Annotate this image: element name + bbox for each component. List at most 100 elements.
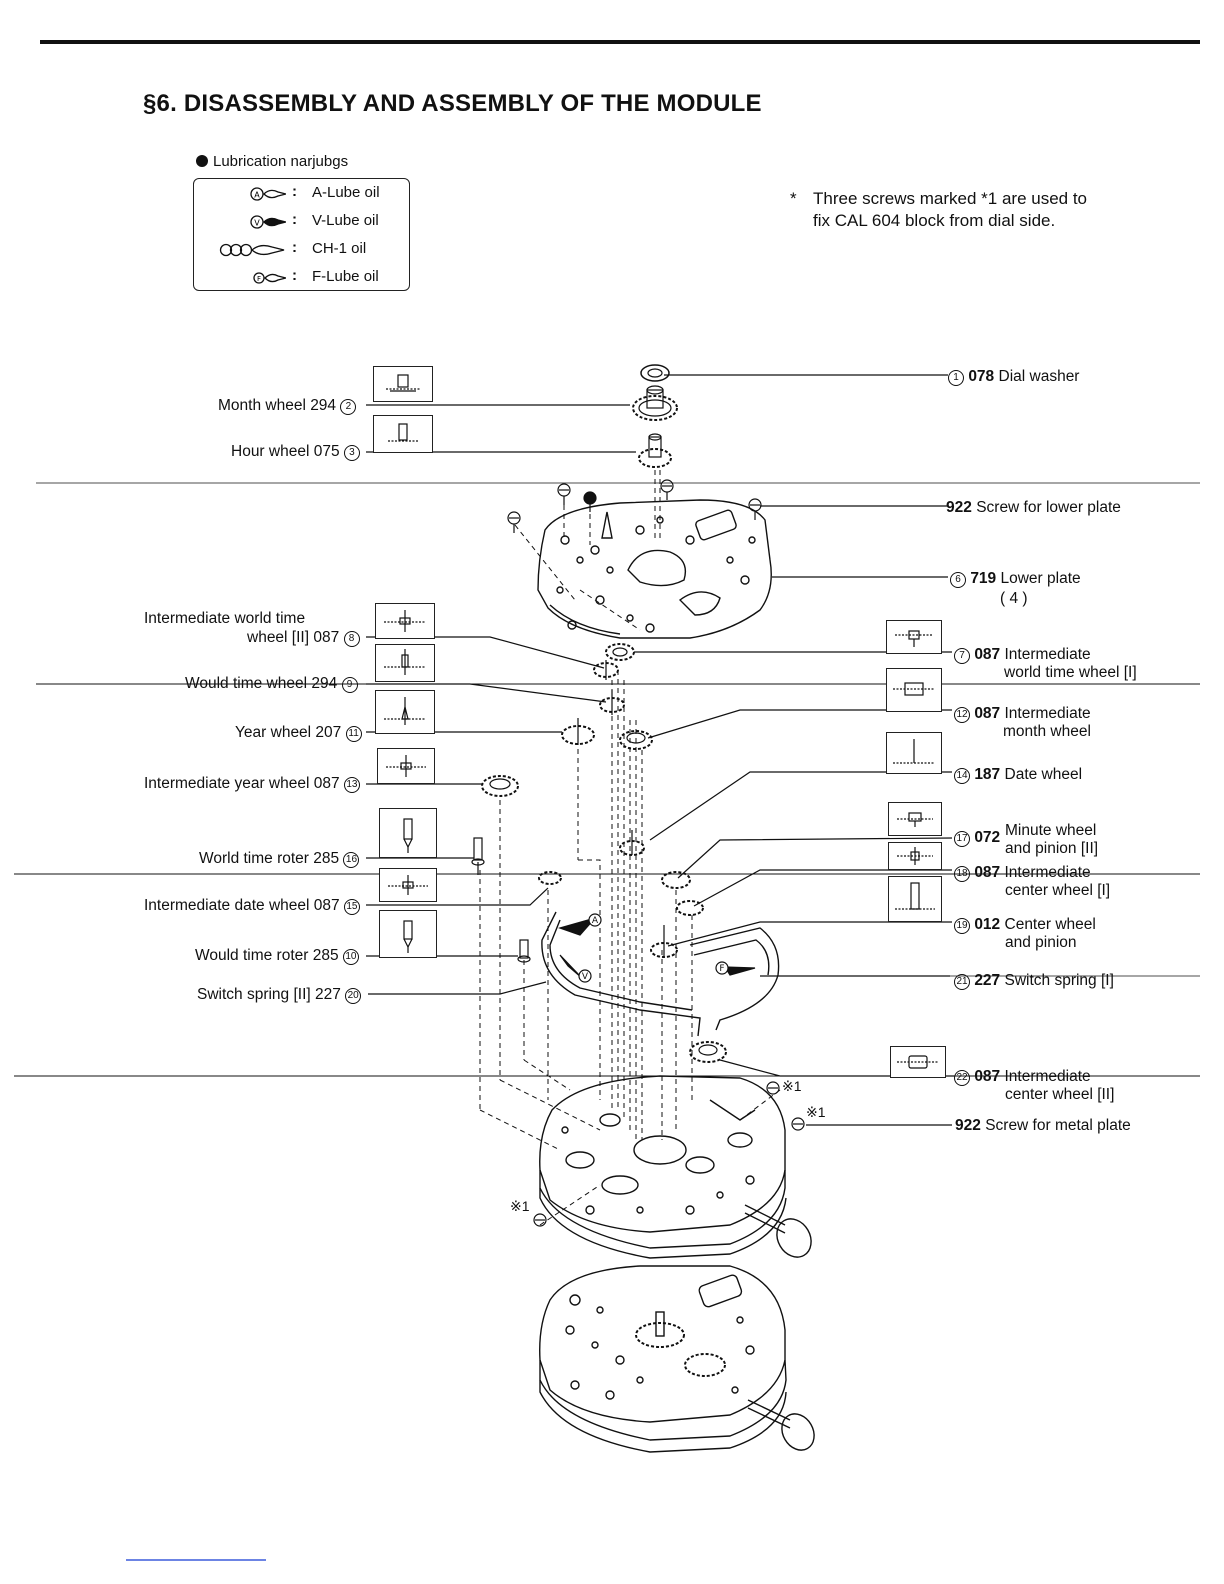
intermediate-month-wheel-icon (886, 668, 942, 712)
legend-row-a-lube: A : A-Lube oil (194, 183, 409, 207)
label-hour-wheel: Hour wheel 075 3 (231, 443, 360, 461)
label-intermediate-center-wheel-ii-line2: center wheel [II] (1005, 1086, 1115, 1103)
label-minute-wheel: Minute wheel (1005, 822, 1097, 839)
f-lube-marker-icon (715, 961, 729, 975)
label-intermediate-month-wheel-line2: month wheel (1003, 723, 1091, 740)
screw-mark: ※1 (782, 1078, 802, 1094)
year-wheel-icon (375, 690, 435, 734)
hour-wheel-part (638, 433, 672, 468)
legend-row-ch1: : CH-1 oil (194, 239, 409, 263)
gear-part (599, 690, 625, 715)
screw-mark: ※1 (806, 1104, 826, 1120)
gear-part (619, 830, 645, 856)
label-screw-lower-plate: 922 Screw for lower plate (946, 499, 1121, 516)
label-switch-spring-i: 21 227 Switch spring [I] (954, 972, 1114, 990)
v-lube-oil-icon: V (250, 215, 286, 229)
screw-part (660, 479, 674, 500)
v-lube-symbol: V (254, 219, 260, 228)
f-lube-symbol: F (257, 275, 261, 283)
leader-line (649, 771, 952, 841)
f-lube-oil-icon: F (253, 272, 286, 284)
legend-row-f-lube: F : F-Lube oil (194, 267, 409, 291)
bullet-icon (196, 155, 208, 167)
gear-part (619, 730, 653, 750)
gear-part (593, 660, 619, 680)
screw-part (533, 1213, 547, 1227)
minute-wheel-icon (888, 802, 942, 836)
leader-line (366, 683, 607, 703)
intermediate-center-wheel-i-icon (888, 842, 942, 870)
leader-line (366, 887, 549, 906)
ch1-oil-icon (219, 243, 285, 257)
would-time-rotor-icon (379, 910, 437, 958)
label-intermediate-date-wheel: Intermediate date wheel 087 15 (144, 897, 360, 915)
label-intermediate-world-time-wheel-ii: Intermediate world time (144, 610, 306, 627)
label-intermediate-center-wheel-ii: 22 087 Intermediate (954, 1068, 1091, 1086)
hour-wheel-icon (373, 415, 433, 453)
oil-marker-f: F (719, 964, 724, 974)
assembled-module-part (539, 1265, 815, 1453)
screw-part (507, 511, 521, 533)
screw-part (583, 491, 597, 512)
gear-part (605, 643, 635, 661)
label-intermediate-center-wheel-i: 18 087 Intermediate (954, 864, 1091, 882)
legend-label-ch1: CH-1 oil (312, 240, 367, 257)
v-lube-marker (558, 916, 597, 936)
top-rule (40, 40, 1200, 44)
legend-label-f-lube: F-Lube oil (312, 268, 379, 285)
legend-row-v-lube: V : V-Lube oil (194, 211, 409, 235)
leader-line (677, 837, 953, 879)
label-lower-plate-sub: ( 4 ) (1000, 590, 1028, 607)
label-minute-wheel-code: 17 072 (954, 829, 1000, 847)
switch-spring-ii-part (541, 911, 701, 1037)
v-lube-marker-icon (578, 969, 592, 983)
world-time-wheel-icon (375, 644, 435, 682)
label-world-time-roter: World time roter 285 16 (199, 850, 360, 868)
rotor-part (517, 939, 531, 963)
screw-mark: ※1 (510, 1198, 530, 1214)
note-line-2: fix CAL 604 block from dial side. (813, 211, 1056, 230)
main-module-part (539, 1075, 812, 1259)
label-would-time-wheel: Would time wheel 294 9 (185, 675, 358, 693)
leader-line (693, 869, 952, 907)
label-switch-spring-ii: Switch spring [II] 227 20 (197, 986, 362, 1004)
switch-spring-i-part (689, 927, 780, 1031)
month-wheel-icon (373, 366, 433, 402)
v-lube-marker (723, 966, 756, 976)
a-lube-marker-icon (588, 913, 602, 927)
screw-part (557, 483, 571, 505)
gear-part (650, 925, 678, 958)
intermediate-world-time-wheel-icon (375, 603, 435, 639)
label-month-wheel: Month wheel 294 2 (218, 397, 357, 415)
label-intermediate-world-time-wheel-i: 7 087 Intermediate (954, 646, 1091, 664)
gear-part (689, 1041, 727, 1063)
dial-washer-part (640, 364, 670, 382)
label-minute-wheel-line2: and pinion [II] (1005, 840, 1099, 857)
label-screw-metal-plate: 922 Screw for metal plate (955, 1117, 1131, 1134)
assembly-axes (479, 470, 781, 1226)
screw-part (766, 1081, 780, 1095)
label-dial-washer: 1 078 Dial washer (948, 368, 1079, 386)
note-asterisk: * (790, 189, 797, 208)
label-intermediate-world-time-wheel-ii-line2: wheel [II] 087 8 (247, 629, 360, 647)
rotor-part (471, 837, 485, 875)
label-center-wheel-line2: and pinion (1005, 934, 1077, 951)
gear-part (661, 871, 691, 889)
leader-line (647, 709, 952, 739)
dial-washer-hole (647, 368, 663, 378)
lubrication-legend: A : A-Lube oil V : V-Lube oil : CH-1 o (193, 178, 410, 291)
gear-part (538, 871, 562, 885)
leader-line (368, 981, 547, 995)
gear-part (481, 775, 519, 797)
label-intermediate-world-time-wheel-i-line2: world time wheel [I] (1004, 664, 1137, 681)
month-wheel-part (632, 385, 678, 421)
oil-marker-a: A (592, 916, 599, 926)
label-date-wheel: 14 187 Date wheel (954, 766, 1082, 784)
lubrication-heading: Lubrication narjubgs (196, 153, 348, 170)
label-lower-plate: 6 719 Lower plate (950, 570, 1081, 588)
intermediate-year-wheel-icon (377, 748, 435, 784)
lubrication-heading-text: Lubrication narjubgs (213, 153, 349, 170)
label-intermediate-year-wheel: Intermediate year wheel 087 13 (144, 775, 360, 793)
lower-plate-part (537, 499, 772, 639)
